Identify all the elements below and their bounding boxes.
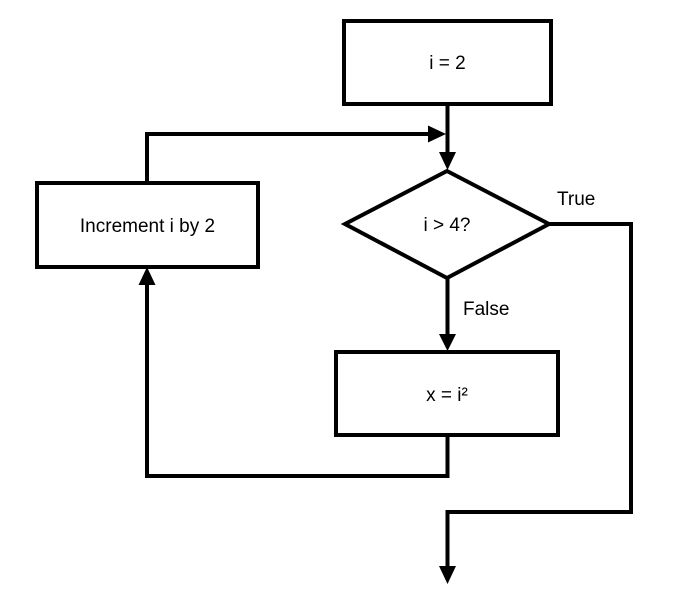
increment-label: Increment i by 2 xyxy=(80,216,215,237)
init-box xyxy=(342,19,553,106)
edge-false: False xyxy=(439,278,509,351)
init-label: i = 2 xyxy=(429,53,465,74)
edge-loop-back xyxy=(138,267,450,478)
condition-node: i > 4? xyxy=(340,168,554,281)
edge-true: True xyxy=(439,189,633,584)
compute-node: x = i² xyxy=(334,350,560,437)
condition-label: i > 4? xyxy=(423,215,470,236)
arrowhead-icon xyxy=(439,334,456,351)
compute-label: x = i² xyxy=(426,385,468,406)
arrowhead-icon xyxy=(439,566,456,584)
increment-box xyxy=(35,181,260,269)
true-label: True xyxy=(557,189,595,210)
init-node: i = 2 xyxy=(342,19,553,106)
edge-init-to-condition xyxy=(439,104,456,170)
arrowhead-icon xyxy=(439,152,456,170)
increment-node: Increment i by 2 xyxy=(35,181,260,269)
false-label: False xyxy=(463,299,509,320)
edge-increment-to-condition xyxy=(145,125,446,183)
arrowhead-icon xyxy=(138,267,156,285)
arrowhead-icon xyxy=(428,125,446,143)
